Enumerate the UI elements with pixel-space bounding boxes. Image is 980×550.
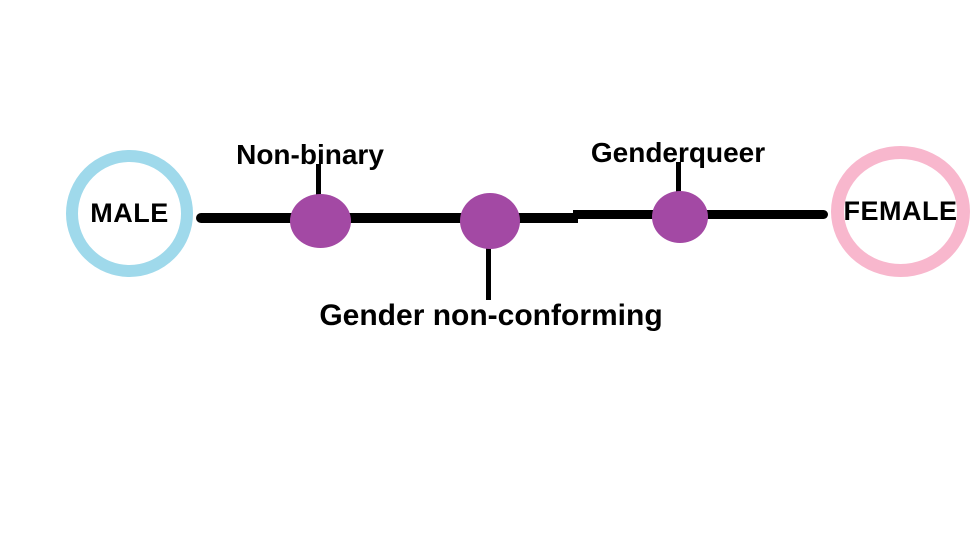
non-binary-connector-line	[316, 164, 321, 209]
genderqueer-label: Genderqueer	[590, 137, 766, 168]
gender-non-conforming-connector-line	[486, 235, 491, 300]
genderqueer-dot	[652, 191, 708, 243]
non-binary-dot	[290, 194, 351, 248]
non-binary-label: Non-binary	[236, 139, 384, 170]
male-label: MALE	[90, 198, 169, 228]
gender-non-conforming-dot	[460, 193, 520, 249]
male-endpoint-circle: MALE	[66, 150, 193, 277]
spectrum-line-left-segment	[196, 213, 578, 223]
female-endpoint-circle: FEMALE	[831, 146, 970, 277]
gender-non-conforming-label: Gender non-conforming	[319, 299, 663, 332]
female-label: FEMALE	[843, 196, 958, 226]
genderqueer-connector-line	[676, 162, 681, 210]
